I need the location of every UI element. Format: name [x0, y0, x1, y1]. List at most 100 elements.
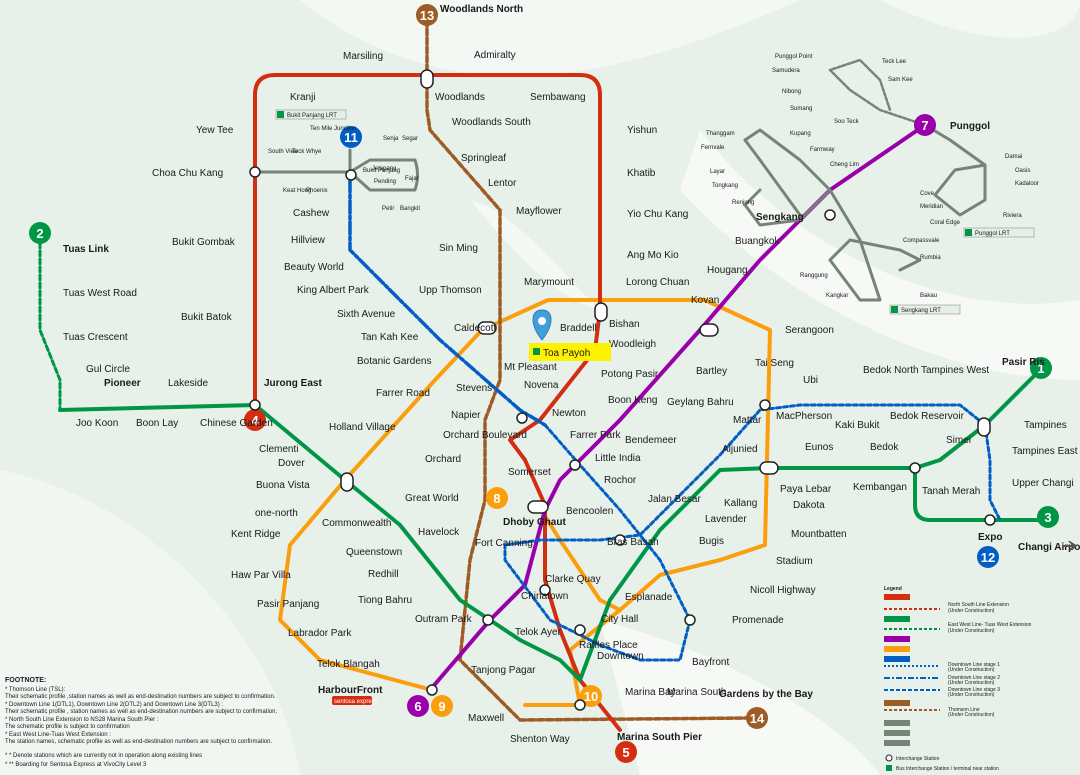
svg-text:Senja: Senja — [383, 136, 399, 142]
label-tiong-bahru: Tiong Bahru — [358, 595, 412, 606]
label-tampines-east: Tampines East — [1012, 446, 1078, 457]
label-maxwell: Maxwell — [468, 713, 504, 724]
label-lentor: Lentor — [488, 178, 517, 189]
svg-text:Downtown Line stage 1: Downtown Line stage 1 — [948, 662, 1000, 668]
toa-payoh-marker[interactable]: Toa Payoh — [529, 309, 611, 361]
label-changi-airport: Changi Airport — [1018, 542, 1080, 553]
svg-text:Thomson Line: Thomson Line — [948, 707, 980, 713]
label-fort-canning: Fort Canning — [475, 538, 533, 549]
label-sengkang: Sengkang — [756, 212, 804, 223]
svg-text:12: 12 — [981, 550, 995, 565]
badge-9: 9 — [431, 695, 453, 717]
svg-text:South View: South View — [268, 149, 299, 155]
location-pin-center — [538, 317, 546, 325]
label-sin-ming: Sin Ming — [439, 243, 478, 254]
svg-text:Interchange Station: Interchange Station — [896, 756, 940, 762]
svg-text:Cove: Cove — [920, 191, 935, 197]
svg-text:Downtown Line stage 3: Downtown Line stage 3 — [948, 687, 1000, 693]
label-yishun: Yishun — [627, 125, 657, 136]
label-lorong-chuan: Lorong Chuan — [626, 277, 689, 288]
footnote: FOOTNOTE: * Thomson Line (TSL): Their sc… — [5, 677, 277, 768]
label-farrer-park: Farrer Park — [570, 430, 622, 441]
label-bedok-north: Bedok North — [863, 365, 919, 376]
svg-text:7: 7 — [921, 118, 928, 133]
label-woodleigh: Woodleigh — [609, 339, 656, 350]
label-gardens-by-the-bay: Gardens by the Bay — [719, 689, 813, 700]
east-west-tuas-extension — [38, 233, 62, 412]
svg-text:10: 10 — [584, 689, 598, 704]
svg-text:2: 2 — [36, 226, 43, 241]
svg-text:* ** Boarding for Sentosa Expr: * ** Boarding for Sentosa Express at Viv… — [5, 762, 147, 768]
badge-14: 14 — [746, 707, 768, 729]
label-hougang: Hougang — [707, 265, 748, 276]
legend: Legend North South Line Extension (Under… — [884, 586, 1032, 772]
label-tuas-west-road: Tuas West Road — [63, 288, 137, 299]
label-paya-lebar: Paya Lebar — [780, 484, 832, 495]
label-bukit-panjang: Bukit Panjang — [363, 168, 400, 174]
label-simei: Simei — [946, 435, 971, 446]
svg-text:Sam Kee: Sam Kee — [888, 77, 913, 83]
label-joo-koon: Joo Koon — [76, 418, 118, 429]
label-macpherson: MacPherson — [776, 411, 832, 422]
svg-text:Punggol Point: Punggol Point — [775, 54, 813, 60]
svg-text:Petir: Petir — [382, 206, 394, 212]
svg-text:Kadaloor: Kadaloor — [1015, 181, 1039, 187]
svg-text:* * Denote stations which are: * * Denote stations which are currently … — [5, 753, 202, 759]
label-pioneer: Pioneer — [104, 378, 141, 389]
label-woodlands-north: Woodlands North — [440, 4, 523, 15]
label-ang-mo-kio: Ang Mo Kio — [627, 250, 679, 261]
lrt-boxes: Bukit Panjang LRT Punggol LRT Sengkang L… — [275, 109, 1035, 315]
label-dover: Dover — [278, 458, 305, 469]
label-upp-thomson: Upp Thomson — [419, 285, 482, 296]
svg-text:The station names, schematic p: The station names, schematic profile as … — [5, 739, 272, 745]
label-woodlands: Woodlands — [435, 92, 485, 103]
label-dakota: Dakota — [793, 500, 825, 511]
label-braddell: Braddell — [560, 323, 597, 334]
svg-text:Thanggam: Thanggam — [706, 131, 735, 137]
label-one-north: one-north — [255, 508, 298, 519]
svg-text:Nibong: Nibong — [782, 89, 801, 95]
label-novena: Novena — [524, 380, 559, 391]
svg-text:Coral Edge: Coral Edge — [930, 220, 961, 226]
badge-7: 7 — [914, 114, 936, 136]
label-yew-tee: Yew Tee — [196, 125, 234, 136]
label-buangkok: Buangkok — [735, 236, 780, 247]
label-havelock: Havelock — [418, 527, 460, 538]
label-clarke-quay: Clarke Quay — [545, 574, 601, 585]
station-labels: Woodlands North Admiralty Marsiling Kran… — [63, 4, 1080, 745]
label-ubi: Ubi — [803, 375, 818, 386]
badge-5: 5 — [615, 741, 637, 763]
label-clementi: Clementi — [259, 444, 298, 455]
svg-text:Bangkit: Bangkit — [400, 206, 420, 212]
label-admiralty: Admiralty — [474, 50, 516, 61]
svg-text:Sengkang LRT: Sengkang LRT — [901, 308, 941, 314]
label-lavender: Lavender — [705, 514, 747, 525]
label-boon-lay: Boon Lay — [136, 418, 178, 429]
label-sembawang: Sembawang — [530, 92, 586, 103]
svg-text:Bus Interchange Station / term: Bus Interchange Station / terminal near … — [896, 766, 999, 772]
label-redhill: Redhill — [368, 569, 399, 580]
svg-text:Cheng Lim: Cheng Lim — [830, 162, 859, 168]
svg-text:4: 4 — [251, 413, 259, 428]
label-promenade: Promenade — [732, 615, 784, 626]
label-springleaf: Springleaf — [461, 153, 506, 164]
label-bencoolen: Bencoolen — [566, 506, 613, 517]
label-telok-ayer: Telok Ayer — [515, 627, 562, 638]
svg-text:6: 6 — [414, 699, 421, 714]
lines — [38, 18, 1047, 732]
label-somerset: Somerset — [508, 467, 551, 478]
svg-text:Punggol LRT: Punggol LRT — [975, 231, 1010, 237]
punggol-lrt — [923, 123, 987, 217]
label-bayfront: Bayfront — [692, 657, 729, 668]
label-boon-keng: Boon Keng — [608, 395, 658, 406]
badge-11: 11 — [340, 126, 362, 148]
svg-text:5: 5 — [622, 745, 629, 760]
label-tanah-merah: Tanah Merah — [922, 486, 980, 497]
label-pasir-ris: Pasir Ris — [1002, 357, 1045, 368]
label-marsiling: Marsiling — [343, 51, 383, 62]
label-telok-blangah: Telok Blangah — [317, 659, 380, 670]
svg-text:3: 3 — [1044, 510, 1051, 525]
label-bedok: Bedok — [870, 442, 899, 453]
airplane-icon — [1062, 541, 1078, 551]
